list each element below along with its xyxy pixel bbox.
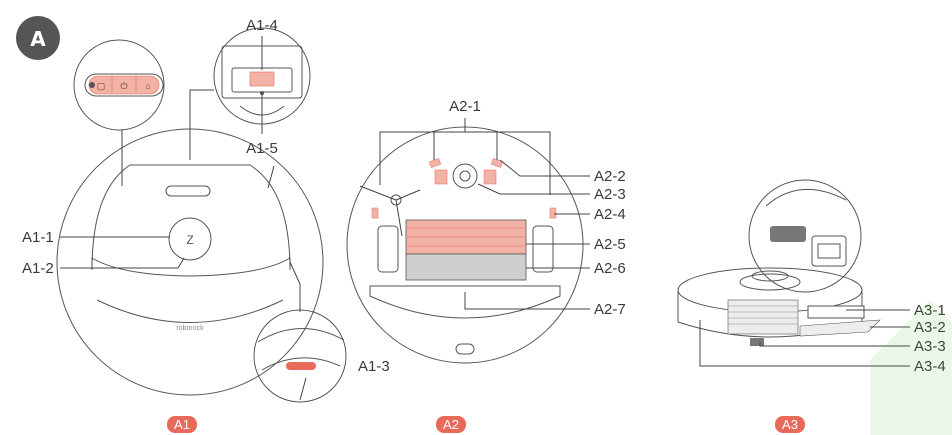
label-a2-6: A2-6 bbox=[594, 260, 626, 277]
a2-bottom-view bbox=[346, 118, 584, 364]
svg-text:⌂: ⌂ bbox=[145, 81, 150, 91]
label-a3-1: A3-1 bbox=[914, 302, 946, 319]
svg-text:A2: A2 bbox=[443, 417, 459, 432]
section-badge: A bbox=[16, 16, 60, 60]
label-a1-4: A1-4 bbox=[246, 17, 278, 34]
a1-caption: A1 bbox=[167, 416, 197, 433]
label-a1-5: A1-5 bbox=[246, 140, 278, 157]
label-a2-5: A2-5 bbox=[594, 236, 626, 253]
label-a3-2: A3-2 bbox=[914, 319, 946, 336]
svg-text:▢: ▢ bbox=[97, 81, 106, 91]
label-a3-3: A3-3 bbox=[914, 338, 946, 355]
label-a2-1: A2-1 bbox=[449, 98, 481, 115]
a3-side-view bbox=[677, 179, 881, 346]
label-a2-4: A2-4 bbox=[594, 206, 626, 223]
brand-mark: roborock bbox=[176, 325, 204, 332]
label-a1-1: A1-1 bbox=[22, 229, 54, 246]
label-a2-3: A2-3 bbox=[594, 186, 626, 203]
a1-buttons-zoom: ▢ ⏻ ⌂ bbox=[73, 39, 165, 186]
label-a1-2: A1-2 bbox=[22, 260, 54, 277]
svg-text:⏻: ⏻ bbox=[120, 81, 127, 91]
label-a3-4: A3-4 bbox=[914, 358, 946, 375]
label-a1-3: A1-3 bbox=[358, 358, 390, 375]
a1-top-view: Z roborock bbox=[56, 128, 324, 396]
a1-bumper-zoom bbox=[253, 261, 347, 403]
a3-caption: A3 bbox=[775, 416, 805, 433]
svg-text:A3: A3 bbox=[782, 417, 798, 432]
a2-caption: A2 bbox=[436, 416, 466, 433]
svg-text:A1: A1 bbox=[174, 417, 190, 432]
svg-text:Z: Z bbox=[186, 233, 193, 247]
label-a2-2: A2-2 bbox=[594, 168, 626, 185]
watermark-logo bbox=[870, 300, 952, 435]
section-badge-letter: A bbox=[30, 27, 46, 51]
a1-lid-zoom bbox=[189, 27, 311, 160]
label-a2-7: A2-7 bbox=[594, 301, 626, 318]
